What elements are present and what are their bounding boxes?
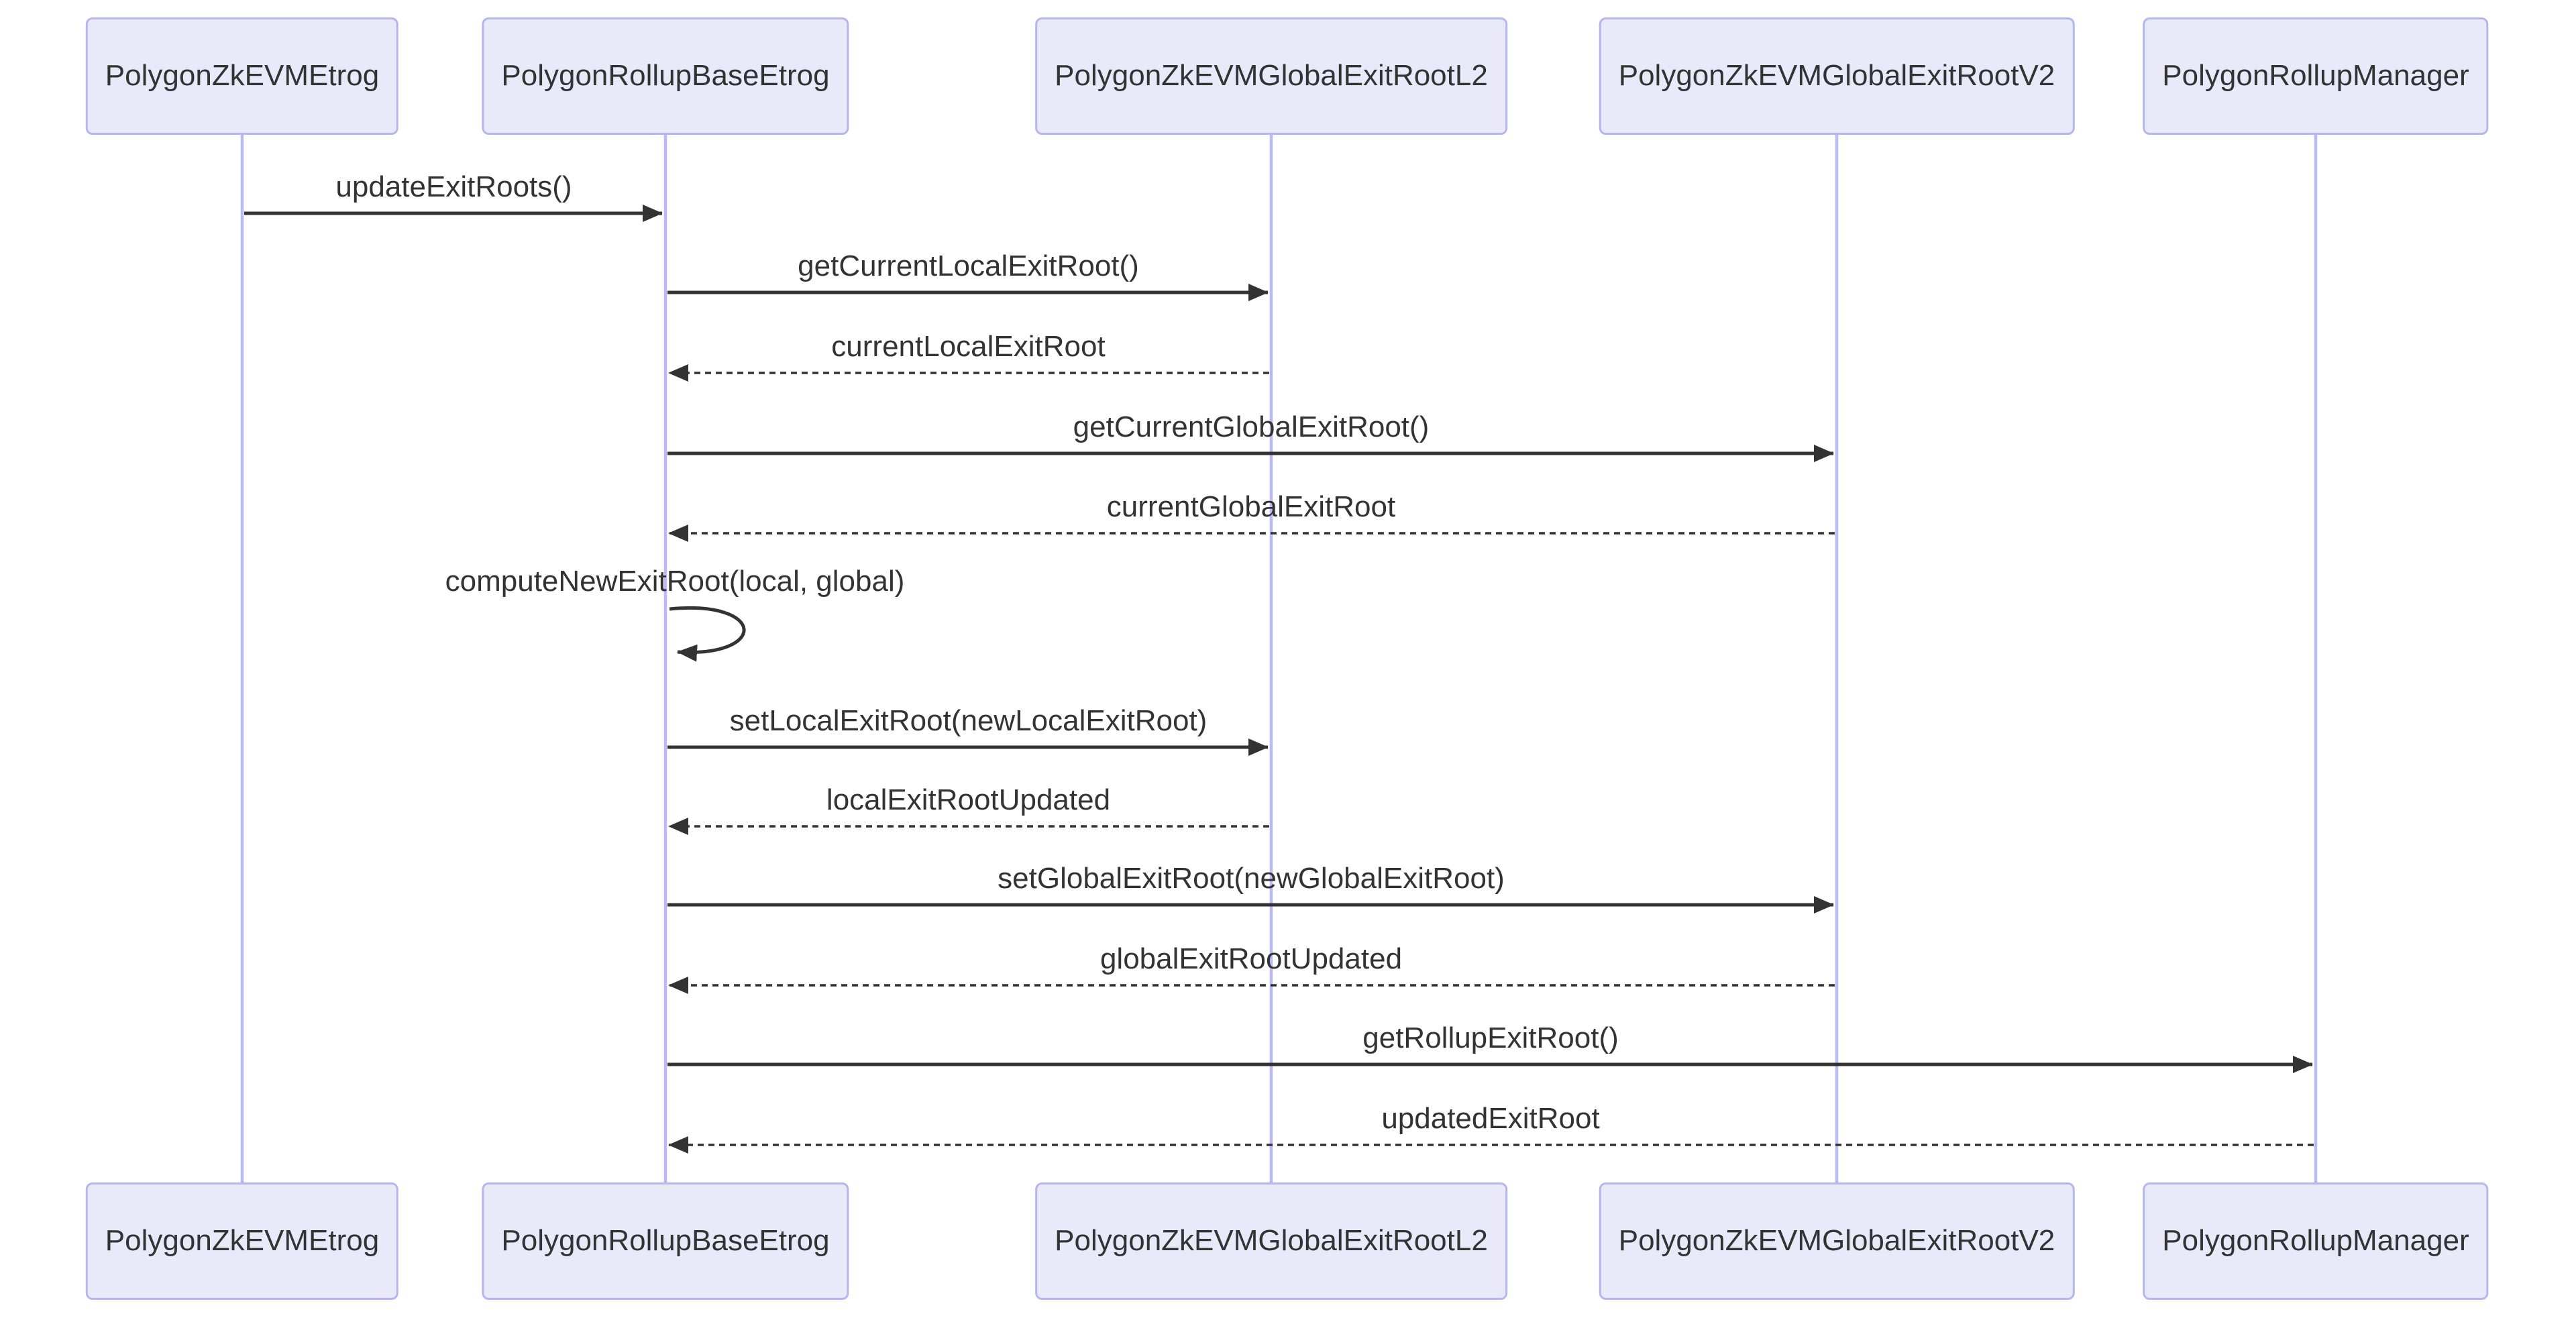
participant-label: PolygonZkEVMGlobalExitRootL2 [1055,1224,1488,1257]
participant-box-top-2: PolygonZkEVMGlobalExitRootL2 [1035,17,1507,135]
participant-box-top-1: PolygonRollupBaseEtrog [482,17,849,135]
message-label-8: setGlobalExitRoot(newGlobalExitRoot) [998,862,1505,895]
message-selfloop-5 [669,606,746,662]
participant-label: PolygonZkEVMGlobalExitRootV2 [1618,1224,2055,1257]
message-label-7: localExitRootUpdated [826,783,1111,816]
participant-box-bottom-4: PolygonRollupManager [2143,1182,2489,1300]
message-label-1: getCurrentLocalExitRoot() [798,250,1139,282]
message-label-9: globalExitRootUpdated [1099,942,1403,975]
participant-box-bottom-3: PolygonZkEVMGlobalExitRootV2 [1599,1182,2075,1300]
participant-label: PolygonZkEVMGlobalExitRootV2 [1618,59,2055,92]
message-label-11: updatedExitRoot [1381,1102,1600,1135]
participant-label: PolygonRollupBaseEtrog [501,59,830,92]
message-label-5: computeNewExitRoot(local, global) [445,565,905,598]
participant-box-bottom-2: PolygonZkEVMGlobalExitRootL2 [1035,1182,1507,1300]
participant-label: PolygonZkEVMEtrog [105,1224,380,1257]
message-label-3: getCurrentGlobalExitRoot() [1073,410,1430,443]
participant-label: PolygonRollupManager [2162,59,2469,92]
participant-box-top-0: PolygonZkEVMEtrog [85,17,399,135]
participant-label: PolygonZkEVMGlobalExitRootL2 [1055,59,1488,92]
participant-label: PolygonRollupManager [2162,1224,2469,1257]
message-label-0: updateExitRoots() [335,170,572,203]
message-label-6: setLocalExitRoot(newLocalExitRoot) [729,704,1208,737]
message-label-4: currentGlobalExitRoot [1106,490,1396,523]
participant-box-bottom-1: PolygonRollupBaseEtrog [482,1182,849,1300]
participant-box-top-3: PolygonZkEVMGlobalExitRootV2 [1599,17,2075,135]
message-label-10: getRollupExitRoot() [1362,1022,1619,1054]
participant-box-top-4: PolygonRollupManager [2143,17,2489,135]
participant-label: PolygonRollupBaseEtrog [501,1224,830,1257]
participant-label: PolygonZkEVMEtrog [105,59,380,92]
participant-box-bottom-0: PolygonZkEVMEtrog [85,1182,399,1300]
message-label-2: currentLocalExitRoot [831,330,1106,363]
